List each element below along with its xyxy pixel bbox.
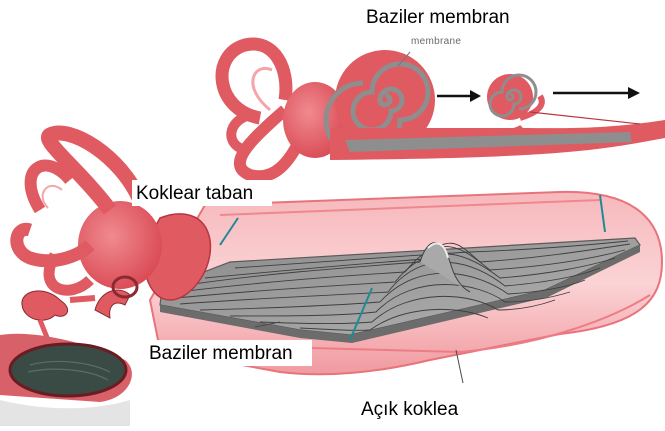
vestibule <box>78 201 162 289</box>
label-basilar-membrane-top: Baziler membran <box>366 7 510 29</box>
top-inset <box>222 44 665 176</box>
label-basilar-membrane: Baziler membran <box>149 343 293 365</box>
label-uncoiled-cochlea: Açık koklea <box>361 399 458 421</box>
label-membrane-inset: membrane <box>411 36 461 47</box>
main-figure <box>0 133 662 426</box>
label-cochlear-base: Koklear taban <box>136 183 253 205</box>
ossicles <box>95 290 130 318</box>
